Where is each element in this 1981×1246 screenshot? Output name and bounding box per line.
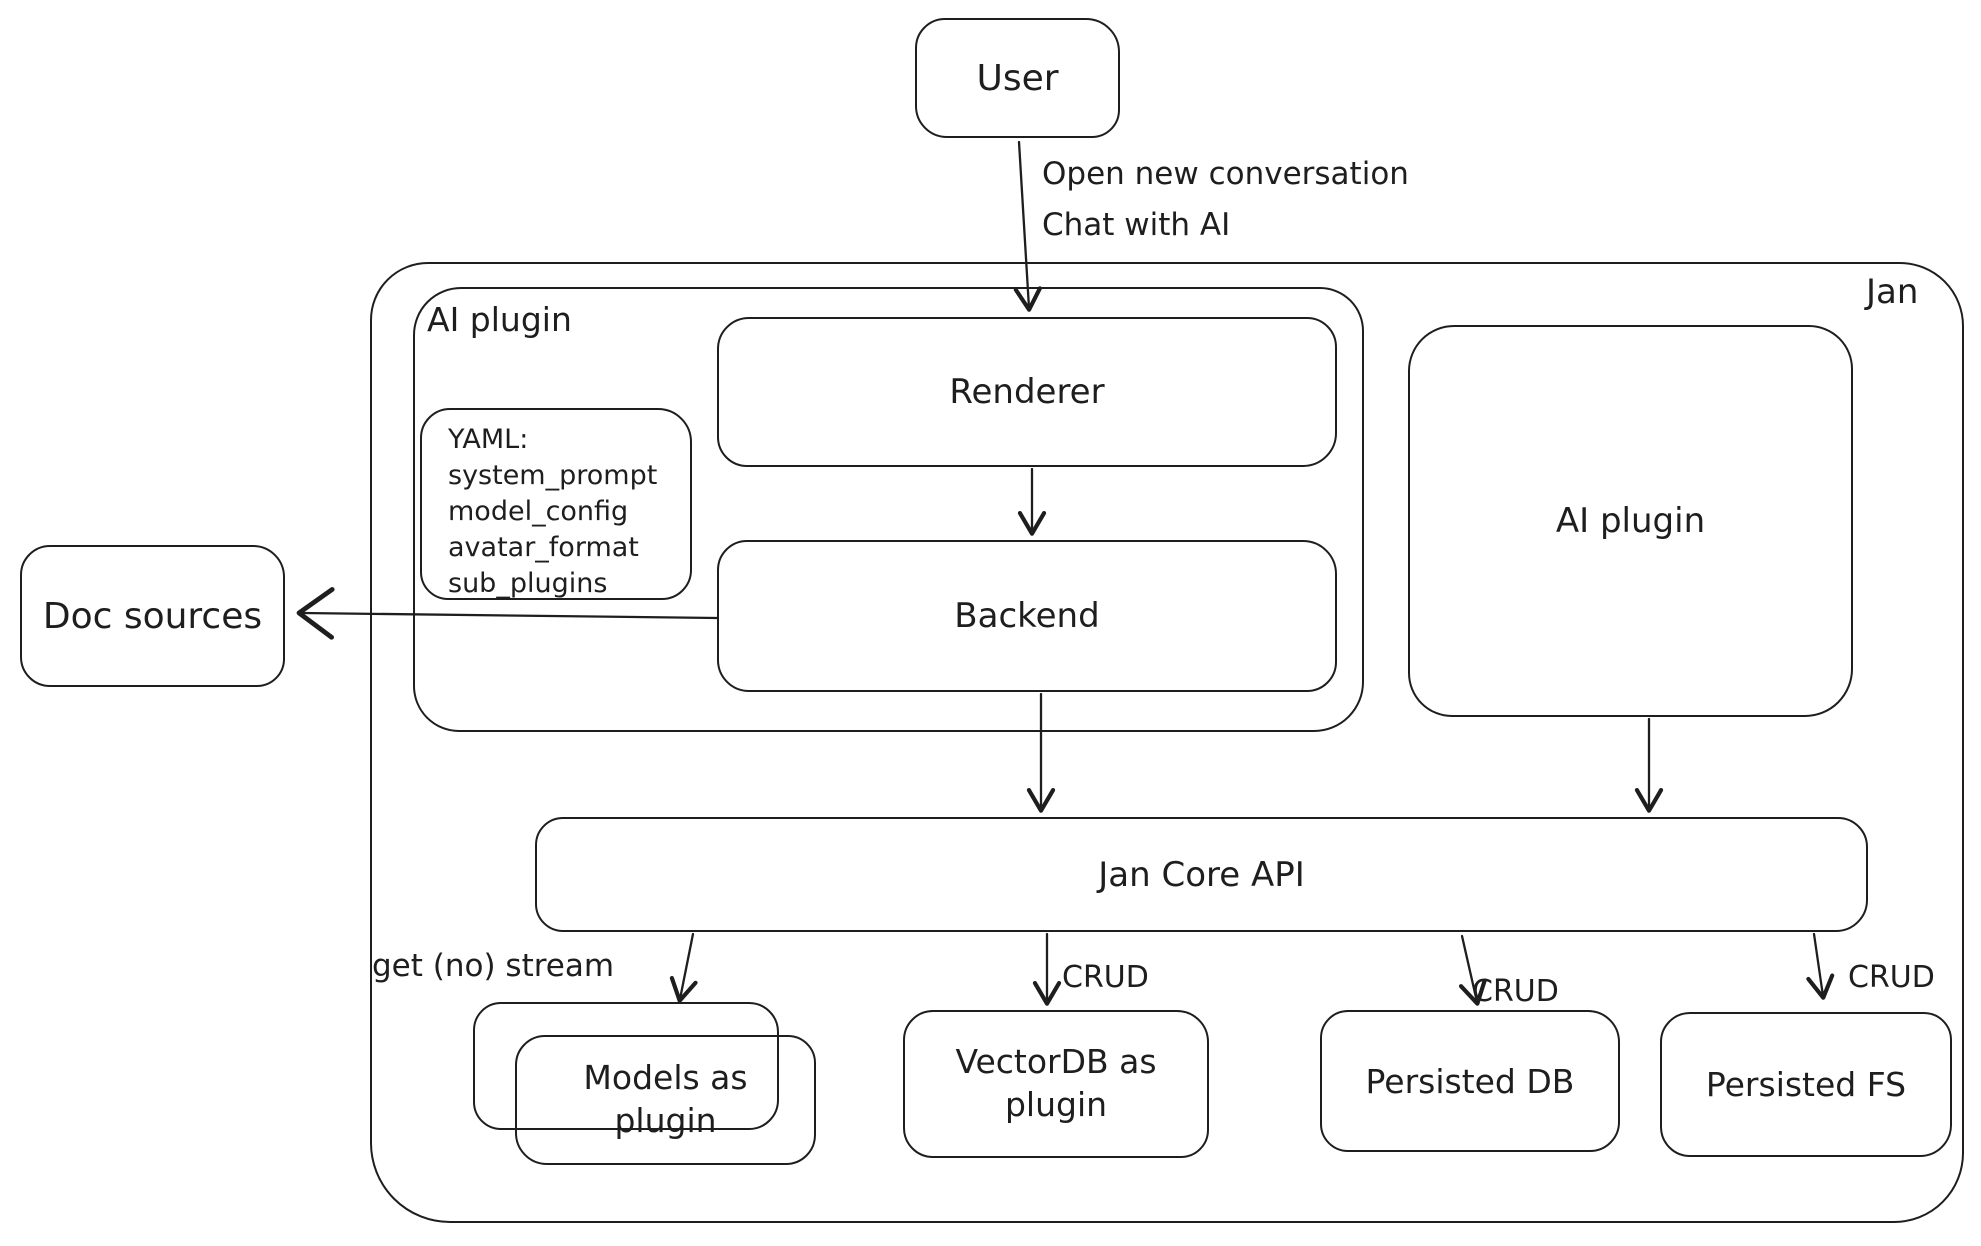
doc-sources-node-label: Doc sources <box>42 595 263 637</box>
persisted-fs-node: Persisted FS <box>1660 1012 1952 1157</box>
jan-core-api-node-label: Jan Core API <box>1098 854 1305 895</box>
ai-plugin-container-box <box>413 287 1364 732</box>
persisted-fs-node-label: Persisted FS <box>1705 1065 1907 1104</box>
models-plugin-node: Models as plugin <box>515 1035 816 1165</box>
yaml-note-line: model_config <box>448 496 629 527</box>
edge-label-open-conversation: Open new conversation <box>1042 156 1409 192</box>
persisted-db-node-label: Persisted DB <box>1365 1061 1575 1101</box>
ai-plugin-node-label: AI plugin <box>1555 501 1706 541</box>
vectordb-plugin-node: VectorDB as plugin <box>903 1010 1209 1158</box>
vectordb-plugin-line1: VectorDB as <box>955 1042 1157 1082</box>
models-plugin-node-label: Models as plugin <box>583 1057 747 1143</box>
edge-label-crud-persisted-fs: CRUD <box>1848 960 1935 995</box>
edge-label-chat-with-ai: Chat with AI <box>1042 207 1231 243</box>
vectordb-plugin-node-label: VectorDB as plugin <box>955 1041 1156 1127</box>
models-plugin-line1: Models as <box>583 1058 748 1098</box>
backend-node-label: Backend <box>954 596 1100 636</box>
user-node-label: User <box>976 57 1059 99</box>
ai-plugin-node: AI plugin <box>1408 325 1853 717</box>
jan-core-api-node: Jan Core API <box>535 817 1868 932</box>
models-plugin-line2: plugin <box>614 1101 717 1140</box>
user-node: User <box>915 18 1120 138</box>
edge-label-get-no-stream: get (no) stream <box>372 948 615 984</box>
yaml-note-title: YAML: <box>448 424 529 455</box>
yaml-note-line: system_prompt <box>448 460 658 491</box>
edge-label-crud-persisted-db: CRUD <box>1472 974 1559 1009</box>
edge-label-crud-vectordb: CRUD <box>1062 960 1149 995</box>
models-plugin-back-box <box>473 1002 779 1130</box>
yaml-note-box: YAML: system_prompt model_config avatar_… <box>420 408 692 600</box>
vectordb-plugin-line2: plugin <box>1004 1085 1108 1124</box>
doc-sources-node: Doc sources <box>20 545 285 687</box>
yaml-note-line: sub_plugins <box>448 568 608 599</box>
jan-container-box <box>370 262 1964 1223</box>
renderer-node-label: Renderer <box>949 372 1105 412</box>
persisted-db-node: Persisted DB <box>1320 1010 1620 1152</box>
jan-container-label: Jan <box>1866 272 1919 312</box>
ai-plugin-container-label: AI plugin <box>427 300 572 339</box>
backend-node: Backend <box>717 540 1337 692</box>
renderer-node: Renderer <box>717 317 1337 467</box>
yaml-note-line: avatar_format <box>448 532 639 563</box>
